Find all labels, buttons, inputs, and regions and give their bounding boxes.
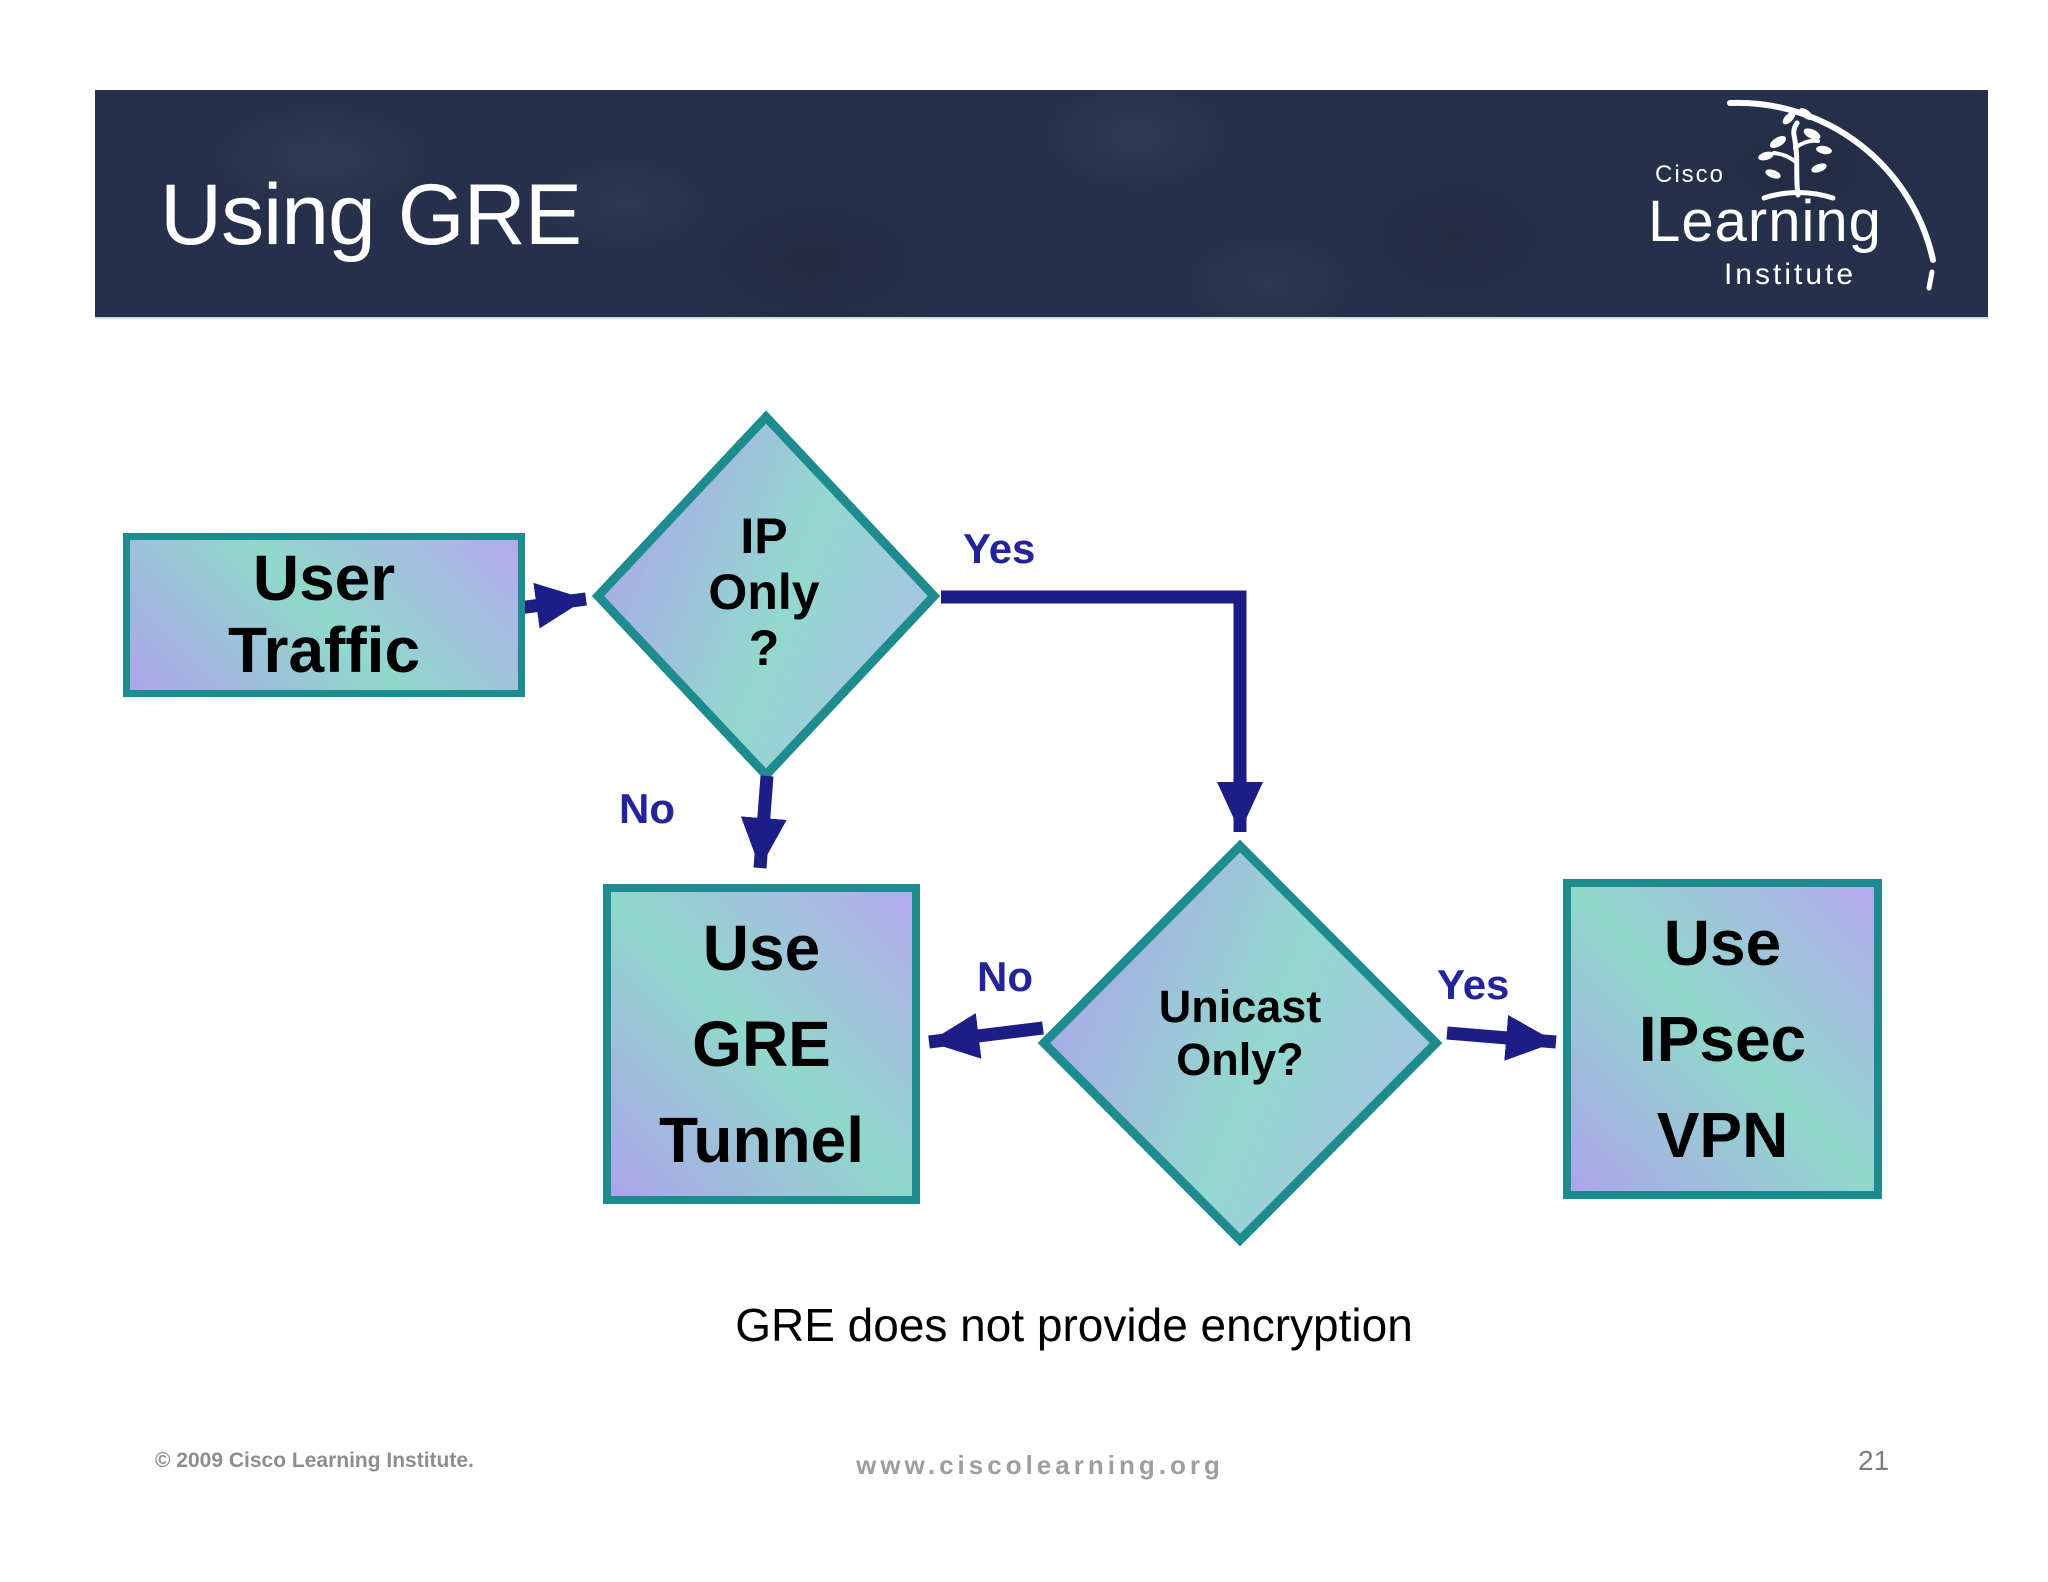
node-use-gre-line2: GRE bbox=[692, 1008, 831, 1080]
header-band: Using GRE bbox=[95, 90, 1988, 319]
unicast-line1: Unicast bbox=[1158, 981, 1322, 1032]
arrow-unicast-no bbox=[928, 1013, 1044, 1059]
node-use-ipsec-vpn: Use IPsec VPN bbox=[1563, 879, 1882, 1199]
logo-text-cisco: Cisco bbox=[1654, 161, 1725, 188]
edge-label-ip-only-yes: Yes bbox=[963, 525, 1036, 572]
node-user-traffic-line1: User bbox=[252, 542, 396, 615]
node-use-ipsec-line3: VPN bbox=[1656, 1099, 1789, 1171]
ip-only-line2: Only bbox=[708, 564, 820, 620]
arrow-ip-only-no bbox=[740, 775, 787, 869]
tree-icon bbox=[1758, 108, 1836, 201]
unicast-decision-shape bbox=[1037, 839, 1443, 1247]
footer-website: www.ciscolearning.org bbox=[856, 1450, 1224, 1480]
node-use-ipsec-line1: Use bbox=[1663, 907, 1782, 979]
node-user-traffic-line2: Traffic bbox=[227, 614, 421, 686]
node-user-traffic: User Traffic bbox=[123, 533, 525, 697]
arrow-unicast-yes bbox=[1446, 1014, 1557, 1061]
node-use-ipsec-line2: IPsec bbox=[1638, 1003, 1807, 1075]
logo-text-institute: Institute bbox=[1723, 258, 1857, 291]
unicast-line2: Only? bbox=[1176, 1034, 1304, 1086]
ip-only-line3: ? bbox=[748, 620, 780, 676]
ip-only-line1: IP bbox=[740, 508, 788, 564]
edge-label-unicast-yes: Yes bbox=[1437, 961, 1510, 1008]
node-use-gre-line1: Use bbox=[702, 912, 821, 984]
label-ip-only-decision: IP Only ? bbox=[614, 508, 914, 676]
label-unicast-decision: Unicast Only? bbox=[1090, 980, 1390, 1086]
footer-copyright: © 2009 Cisco Learning Institute. bbox=[155, 1449, 474, 1472]
logo-text-learning: Learning bbox=[1648, 189, 1882, 254]
node-use-gre-line3: Tunnel bbox=[659, 1104, 864, 1176]
arrow-ip-only-yes bbox=[941, 590, 1263, 832]
arc-tick-icon bbox=[1926, 269, 1935, 291]
cisco-learning-logo bbox=[1727, 99, 1936, 291]
page-title: Using GRE bbox=[160, 167, 582, 263]
footer-page-number: 21 bbox=[1858, 1445, 1890, 1476]
node-use-gre-tunnel: Use GRE Tunnel bbox=[603, 884, 920, 1204]
edge-label-ip-only-no: No bbox=[619, 785, 675, 832]
edge-label-unicast-no: No bbox=[977, 953, 1033, 1000]
arc-icon bbox=[1727, 99, 1936, 263]
ip-only-decision-shape bbox=[591, 410, 941, 782]
caption-text: GRE does not provide encryption bbox=[735, 1299, 1413, 1351]
